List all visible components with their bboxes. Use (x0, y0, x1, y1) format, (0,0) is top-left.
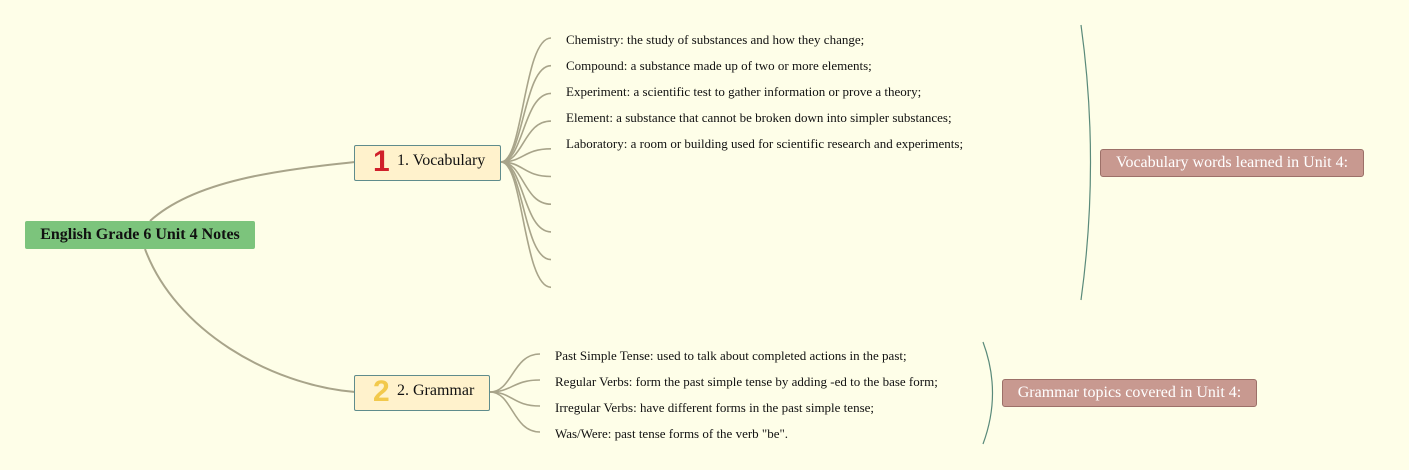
vocabulary-item[interactable]: Element: a substance that cannot be brok… (566, 110, 952, 125)
branch-grammar-label: 2. Grammar (397, 382, 475, 399)
vocabulary-item[interactable]: Chemistry: the study of substances and h… (566, 32, 865, 47)
grammar-leaf-connector (489, 353, 541, 393)
vocabulary-leaf-connector (500, 92, 552, 163)
grammar-leaf-connector (489, 391, 541, 433)
vocabulary-leaf-connectors (500, 37, 552, 289)
grammar-summary[interactable]: Grammar topics covered in Unit 4: (1002, 379, 1257, 407)
root-topic[interactable]: English Grade 6 Unit 4 Notes (25, 221, 255, 249)
root-to-vocabulary-link (149, 161, 356, 222)
number-two-icon: 2 (373, 375, 390, 408)
grammar-item[interactable]: Past Simple Tense: used to talk about co… (555, 348, 907, 363)
root-to-grammar-link (144, 248, 356, 393)
grammar-item[interactable]: Regular Verbs: form the past simple tens… (555, 374, 938, 389)
branch-grammar[interactable]: 2 2. Grammar (354, 375, 490, 411)
vocabulary-leaf-connector (500, 161, 552, 289)
branch-vocabulary[interactable]: 1 1. Vocabulary (354, 145, 501, 181)
grammar-item[interactable]: Was/Were: past tense forms of the verb "… (555, 426, 789, 441)
vocabulary-summary-brace (1080, 24, 1092, 301)
grammar-item[interactable]: Irregular Verbs: have different forms in… (555, 400, 875, 415)
vocabulary-item[interactable]: Compound: a substance made up of two or … (566, 58, 872, 73)
vocabulary-summary[interactable]: Vocabulary words learned in Unit 4: (1100, 149, 1364, 177)
vocabulary-item[interactable]: Laboratory: a room or building used for … (566, 136, 964, 151)
vocabulary-leaf-connector (500, 161, 552, 233)
vocabulary-leaf-connector (500, 64, 552, 163)
vocabulary-item[interactable]: Experiment: a scientific test to gather … (566, 84, 922, 99)
grammar-summary-brace (982, 341, 994, 445)
branch-vocabulary-label: 1. Vocabulary (397, 152, 486, 169)
vocabulary-leaf-connector (500, 37, 552, 163)
grammar-leaf-connectors (489, 353, 541, 433)
number-one-icon: 1 (373, 145, 390, 178)
